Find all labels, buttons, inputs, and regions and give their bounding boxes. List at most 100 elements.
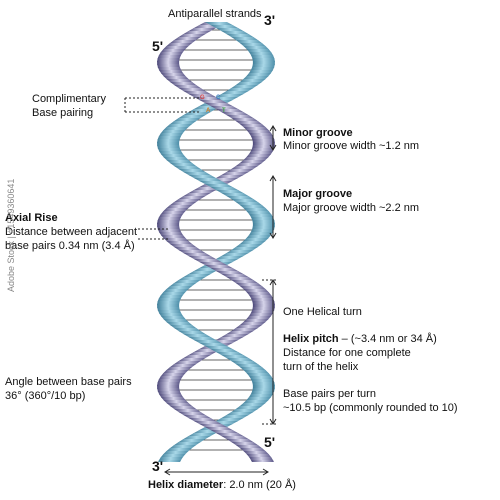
helix-diameter-line: Helix diameter: 2.0 nm (20 Å) <box>148 479 296 492</box>
strand-blue-segment <box>165 448 193 452</box>
strand-blue-segment <box>163 157 190 161</box>
helix-diameter-head-right <box>262 468 269 476</box>
strand-blue-segment <box>187 433 216 437</box>
strand-purple-segment <box>182 193 211 197</box>
strand-purple-segment <box>252 304 275 308</box>
strand-purple-segment <box>159 70 184 74</box>
strand-purple-segment <box>174 409 202 413</box>
strand-purple-segment <box>182 355 211 359</box>
strand-blue-segment <box>250 55 275 59</box>
axial-rise-desc-2: base pairs 0.34 nm (3.4 Å) <box>5 240 135 252</box>
strand-purple-segment <box>248 313 273 317</box>
strand-blue-segment <box>243 370 270 374</box>
strand-purple-segment <box>157 58 180 62</box>
minor-groove-arrow-head-bottom <box>269 144 277 151</box>
strand-purple-segment <box>160 397 187 401</box>
helix-pitch-label: Helix pitch <box>283 333 339 345</box>
strand-purple-segment <box>157 388 180 392</box>
strand-purple-segment <box>249 133 274 137</box>
strand-purple-segment <box>214 175 244 179</box>
strand-blue-segment <box>235 364 263 368</box>
strand-purple-segment <box>165 367 193 371</box>
strand-purple-segment <box>231 118 259 122</box>
strand-blue-segment <box>220 415 249 419</box>
strand-purple-segment <box>242 157 269 161</box>
strand-purple-segment <box>157 64 180 68</box>
angle-label-1: Angle between base pairs <box>5 376 132 388</box>
strand-purple-segment <box>245 154 272 158</box>
strand-purple-segment <box>216 433 245 437</box>
helix-pitch-arrow-head-bottom <box>269 418 277 425</box>
helix-diameter-head-left <box>164 468 171 476</box>
strand-blue-segment <box>166 160 193 164</box>
strand-purple-segment <box>160 373 186 377</box>
strand-blue-segment <box>169 283 197 287</box>
strand-purple-segment <box>205 103 234 107</box>
strand-purple-segment <box>221 112 250 116</box>
strand-purple-segment <box>216 109 245 113</box>
strand-blue-segment <box>166 322 193 326</box>
strand-blue-segment <box>248 70 273 74</box>
strand-purple-segment <box>193 97 223 101</box>
strand-purple-segment <box>252 145 275 149</box>
helix-pitch-line: Helix pitch – (~3.4 nm or 34 Å) <box>283 333 437 346</box>
strand-purple-segment <box>230 328 258 332</box>
strand-blue-segment <box>231 361 259 365</box>
strand-blue-segment <box>177 277 206 281</box>
strand-blue-segment <box>249 214 274 218</box>
strand-purple-segment <box>199 262 229 266</box>
strand-blue-segment <box>169 121 197 125</box>
strand-purple-segment <box>159 232 184 236</box>
strand-blue-segment <box>231 37 259 41</box>
strand-purple-segment <box>250 148 275 152</box>
strand-purple-segment <box>193 259 223 263</box>
strand-blue-segment <box>250 391 275 395</box>
strand-blue-segment <box>214 256 244 260</box>
strand-blue-segment <box>252 388 275 392</box>
strand-purple-segment <box>183 253 212 257</box>
end-bottom-left: 3' <box>152 458 164 474</box>
strand-purple-segment <box>177 196 206 200</box>
strand-blue-segment <box>177 439 206 443</box>
strand-purple-segment <box>160 73 187 77</box>
strand-blue-segment <box>252 382 275 386</box>
strand-blue-segment <box>160 292 186 296</box>
helix-diameter-value: : 2.0 nm (20 Å) <box>223 479 296 491</box>
strand-blue-segment <box>205 184 234 188</box>
strand-purple-segment <box>157 217 182 221</box>
strand-blue-segment <box>160 130 186 134</box>
strand-blue-segment <box>174 328 202 332</box>
strand-blue-segment <box>250 379 275 383</box>
strands <box>157 22 275 462</box>
strand-purple-segment <box>157 55 182 59</box>
strand-blue-segment <box>235 202 263 206</box>
strand-purple-segment <box>239 124 267 128</box>
strand-blue-segment <box>250 67 275 71</box>
strand-blue-segment <box>234 82 262 86</box>
strand-purple-segment <box>250 136 275 140</box>
strand-blue-segment <box>252 58 275 62</box>
strand-blue-segment <box>182 274 211 278</box>
strand-purple-segment <box>221 274 250 278</box>
watermark: Adobe Stock | #1549360641 <box>6 178 16 292</box>
strand-purple-segment <box>239 322 266 326</box>
strand-purple-segment <box>166 79 193 83</box>
base-pairing-label-1: Complimentary <box>32 93 106 105</box>
strand-purple-segment <box>166 241 193 245</box>
strand-blue-segment <box>199 343 229 347</box>
strand-purple-segment <box>165 43 193 47</box>
strand-blue-segment <box>157 304 180 308</box>
strand-purple-segment <box>170 82 198 86</box>
strand-purple-segment <box>173 361 201 365</box>
strand-blue-segment <box>173 118 201 122</box>
strand-purple-segment <box>239 448 267 452</box>
strand-purple-segment <box>221 436 250 440</box>
strand-purple-segment <box>162 208 189 212</box>
strand-blue-segment <box>170 325 198 329</box>
strand-purple-segment <box>163 238 190 242</box>
strand-purple-segment <box>199 424 229 428</box>
strand-blue-segment <box>246 49 272 53</box>
strand-purple-segment <box>160 235 187 239</box>
strand-blue-segment <box>160 454 186 458</box>
axial-rise-label: Axial Rise <box>5 212 58 224</box>
